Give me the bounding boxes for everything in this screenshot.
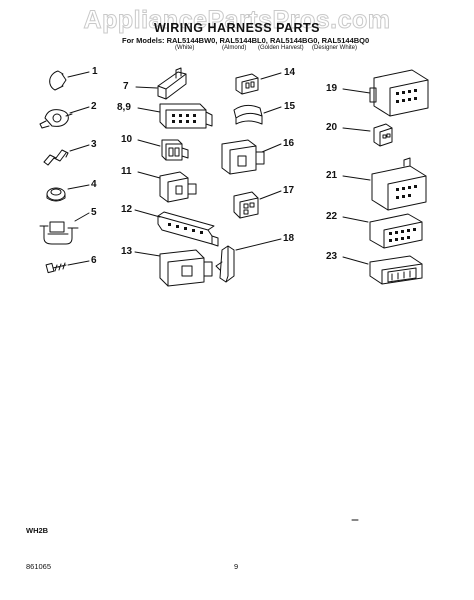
leader-lines-middle bbox=[134, 72, 282, 257]
callout-4: 4 bbox=[91, 179, 97, 190]
callout-14: 14 bbox=[284, 67, 296, 78]
callout-17: 17 bbox=[283, 185, 295, 196]
part-11-housing bbox=[159, 171, 197, 203]
model-list: For Models: RAL5144BW0, RAL5144BL0, RAL5… bbox=[122, 36, 370, 45]
page-title: WIRING HARNESS PARTS bbox=[153, 21, 321, 35]
part-2-clamp bbox=[39, 109, 73, 129]
part-21-block-connector bbox=[371, 157, 427, 211]
callout-20: 20 bbox=[326, 122, 338, 133]
leader-lines-right bbox=[342, 88, 371, 265]
leader-lines-left bbox=[67, 71, 90, 266]
part-14-small-connector bbox=[235, 73, 259, 95]
callout-7: 7 bbox=[123, 81, 129, 92]
part-6-screw bbox=[45, 262, 67, 274]
callout-21: 21 bbox=[326, 170, 338, 181]
callout-8-9: 8,9 bbox=[117, 102, 131, 113]
part-12-terminal-strip bbox=[157, 211, 219, 247]
callout-18: 18 bbox=[283, 233, 295, 244]
part-7-bracket bbox=[157, 67, 187, 100]
variant-label-designer-white: (Designer White) bbox=[312, 45, 358, 51]
part-4-grommet bbox=[46, 187, 66, 202]
part-18-hook-bracket bbox=[215, 245, 235, 283]
part-13-large-housing bbox=[159, 249, 213, 287]
part-23-flat-plug bbox=[369, 255, 423, 285]
callout-13: 13 bbox=[121, 246, 133, 257]
part-10-terminal-block bbox=[161, 139, 189, 161]
part-20-small-block bbox=[373, 123, 393, 147]
callout-6: 6 bbox=[91, 255, 97, 266]
variant-label-white: (White) bbox=[175, 45, 195, 51]
callout-5: 5 bbox=[91, 207, 97, 218]
callout-3: 3 bbox=[91, 139, 97, 150]
callout-22: 22 bbox=[326, 211, 338, 222]
callout-12: 12 bbox=[121, 204, 133, 215]
part-5-cable-clamp bbox=[39, 221, 79, 245]
part-3-strain-relief bbox=[43, 149, 69, 166]
callout-1: 1 bbox=[92, 66, 98, 77]
part-19-multi-connector bbox=[369, 69, 429, 117]
part-1-clip bbox=[49, 70, 67, 91]
part-22-grid-connector bbox=[369, 213, 423, 249]
callout-19: 19 bbox=[326, 83, 338, 94]
part-16-housing bbox=[221, 139, 265, 175]
document-number: 861065 bbox=[26, 562, 52, 571]
part-8-9-connector bbox=[159, 103, 213, 129]
watermark: AppliancePartsPros.com bbox=[83, 6, 391, 35]
callout-10: 10 bbox=[121, 134, 133, 145]
part-15-curved-clip bbox=[233, 104, 263, 125]
callout-15: 15 bbox=[284, 101, 296, 112]
variant-label-golden-harvest: (Golden Harvest) bbox=[258, 45, 304, 51]
callout-2: 2 bbox=[91, 101, 97, 112]
figure-code: WH2B bbox=[26, 526, 49, 535]
callout-23: 23 bbox=[326, 251, 338, 262]
callout-11: 11 bbox=[121, 166, 132, 177]
variant-label-almond: (Almond) bbox=[222, 45, 247, 51]
part-17-two-pin-block bbox=[233, 191, 259, 219]
callout-16: 16 bbox=[283, 138, 295, 149]
page-number: 9 bbox=[234, 562, 239, 571]
